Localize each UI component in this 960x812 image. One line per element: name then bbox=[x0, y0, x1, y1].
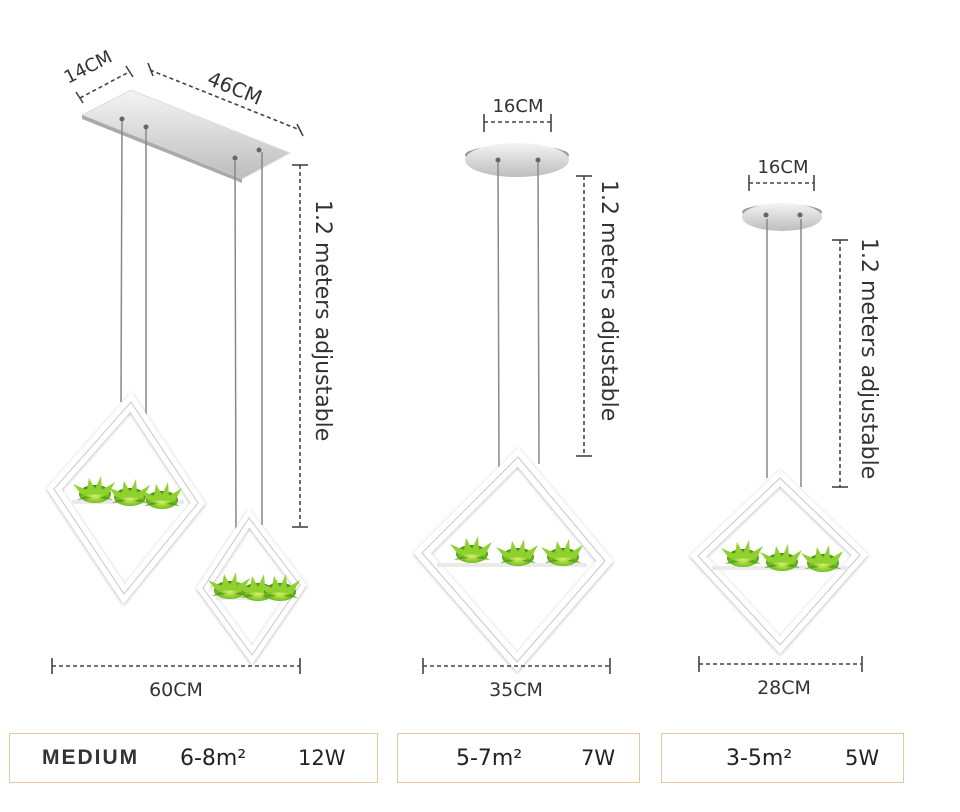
area-value: 6-8m² bbox=[180, 745, 247, 771]
product-1-illustration: 14CM 46CM 1.2 meters adjustable 60CM bbox=[46, 47, 335, 701]
dimension-lines bbox=[52, 69, 301, 667]
product-3-illustration: 16CM 1.2 meters adjustable 28CM bbox=[689, 157, 881, 699]
succulent-icon bbox=[541, 539, 583, 566]
cable-length-label: 1.2 meters adjustable bbox=[856, 238, 881, 479]
suspension-cables bbox=[120, 120, 263, 541]
width-label: 60CM bbox=[149, 679, 203, 701]
succulent-icon bbox=[760, 544, 802, 571]
spec-box-medium: MEDIUM 6-8m² 12W bbox=[9, 733, 378, 783]
round-canopy bbox=[465, 143, 569, 177]
spec-box-2: 5-7m² 7W bbox=[397, 733, 640, 783]
succulent-icon bbox=[801, 545, 843, 572]
power-value: 5W bbox=[845, 746, 880, 770]
width-label: 35CM bbox=[489, 679, 543, 701]
product-2-illustration: 16CM 1.2 meters adjustable 35CM bbox=[413, 96, 621, 701]
canopy-diameter-label: 16CM bbox=[492, 96, 543, 117]
power-value: 7W bbox=[581, 746, 616, 770]
canopy-depth-label: 14CM bbox=[61, 47, 116, 89]
size-label: MEDIUM bbox=[42, 746, 140, 769]
succulent-icon bbox=[496, 539, 538, 566]
round-canopy bbox=[742, 203, 822, 231]
area-value: 3-5m² bbox=[726, 745, 793, 771]
succulent-icon bbox=[73, 476, 115, 503]
area-value: 5-7m² bbox=[456, 745, 523, 771]
succulent-icon bbox=[140, 482, 182, 509]
power-value: 12W bbox=[298, 746, 346, 770]
spec-box-3: 3-5m² 5W bbox=[661, 733, 904, 783]
cable-length-label: 1.2 meters adjustable bbox=[596, 180, 621, 421]
succulent-icon bbox=[450, 536, 492, 563]
width-label: 28CM bbox=[757, 677, 811, 699]
canopy-diameter-label: 16CM bbox=[757, 157, 808, 178]
succulent-icon bbox=[721, 540, 763, 567]
cable-length-label: 1.2 meters adjustable bbox=[310, 200, 335, 441]
